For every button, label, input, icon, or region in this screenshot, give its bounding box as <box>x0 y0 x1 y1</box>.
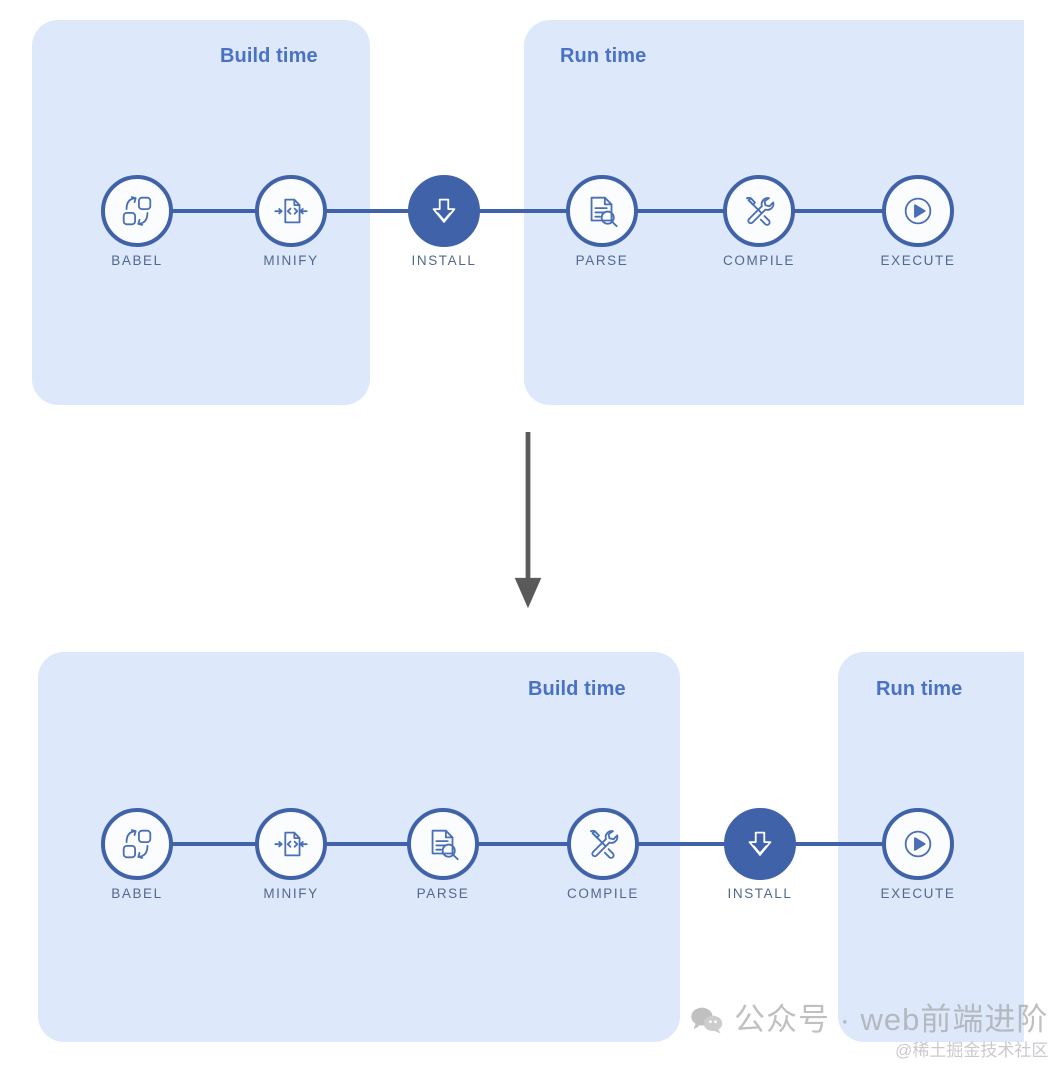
pipeline-node-label: MINIFY <box>263 886 319 901</box>
pipeline-connector-line <box>137 209 919 213</box>
pipeline-connector-line <box>137 842 918 846</box>
tools-icon <box>723 175 795 247</box>
minify-code-icon <box>255 175 327 247</box>
transform-icon <box>101 808 173 880</box>
transform-icon <box>101 175 173 247</box>
play-circle-icon <box>882 808 954 880</box>
download-arrow-icon <box>408 175 480 247</box>
pipeline-node-label: INSTALL <box>727 886 793 901</box>
tools-icon <box>567 808 639 880</box>
pipeline-node-compile[interactable]: COMPILE <box>567 808 639 901</box>
pipeline-node-parse[interactable]: PARSE <box>407 808 479 901</box>
pipeline-node-install[interactable]: INSTALL <box>408 175 480 268</box>
pipeline-node-minify[interactable]: MINIFY <box>255 808 327 901</box>
pipeline-node-execute[interactable]: EXECUTE <box>881 808 954 901</box>
panel-title: Build time <box>220 45 318 67</box>
panel-title: Run time <box>876 678 963 700</box>
downward-flow-arrow <box>514 432 542 609</box>
panel-title: Build time <box>528 678 626 700</box>
pipeline-node-label: EXECUTE <box>880 886 956 901</box>
pipeline-node-label: COMPILE <box>723 253 795 268</box>
pipeline-node-execute[interactable]: EXECUTE <box>881 175 954 268</box>
pipeline-node-babel[interactable]: BABEL <box>101 175 173 268</box>
pipeline-node-minify[interactable]: MINIFY <box>255 175 327 268</box>
pipeline-node-label: INSTALL <box>411 253 477 268</box>
wechat-icon <box>691 1007 723 1034</box>
pipeline-node-install[interactable]: INSTALL <box>724 808 796 901</box>
pipeline-node-label: PARSE <box>575 253 629 268</box>
pipeline-node-compile[interactable]: COMPILE <box>723 175 795 268</box>
watermark-sub-text: @稀土掘金技术社区 <box>895 1041 1049 1060</box>
pipeline-node-label: BABEL <box>111 253 163 268</box>
download-arrow-icon <box>724 808 796 880</box>
pipeline-node-label: EXECUTE <box>880 253 956 268</box>
minify-code-icon <box>255 808 327 880</box>
pipeline-node-label: COMPILE <box>567 886 639 901</box>
pipeline-node-babel[interactable]: BABEL <box>101 808 173 901</box>
play-circle-icon <box>882 175 954 247</box>
document-search-icon <box>566 175 638 247</box>
pipeline-node-label: MINIFY <box>263 253 319 268</box>
document-search-icon <box>407 808 479 880</box>
pipeline-node-label: BABEL <box>111 886 163 901</box>
pipeline-node-label: PARSE <box>416 886 470 901</box>
panel-title: Run time <box>560 45 647 67</box>
pipeline-node-parse[interactable]: PARSE <box>566 175 638 268</box>
